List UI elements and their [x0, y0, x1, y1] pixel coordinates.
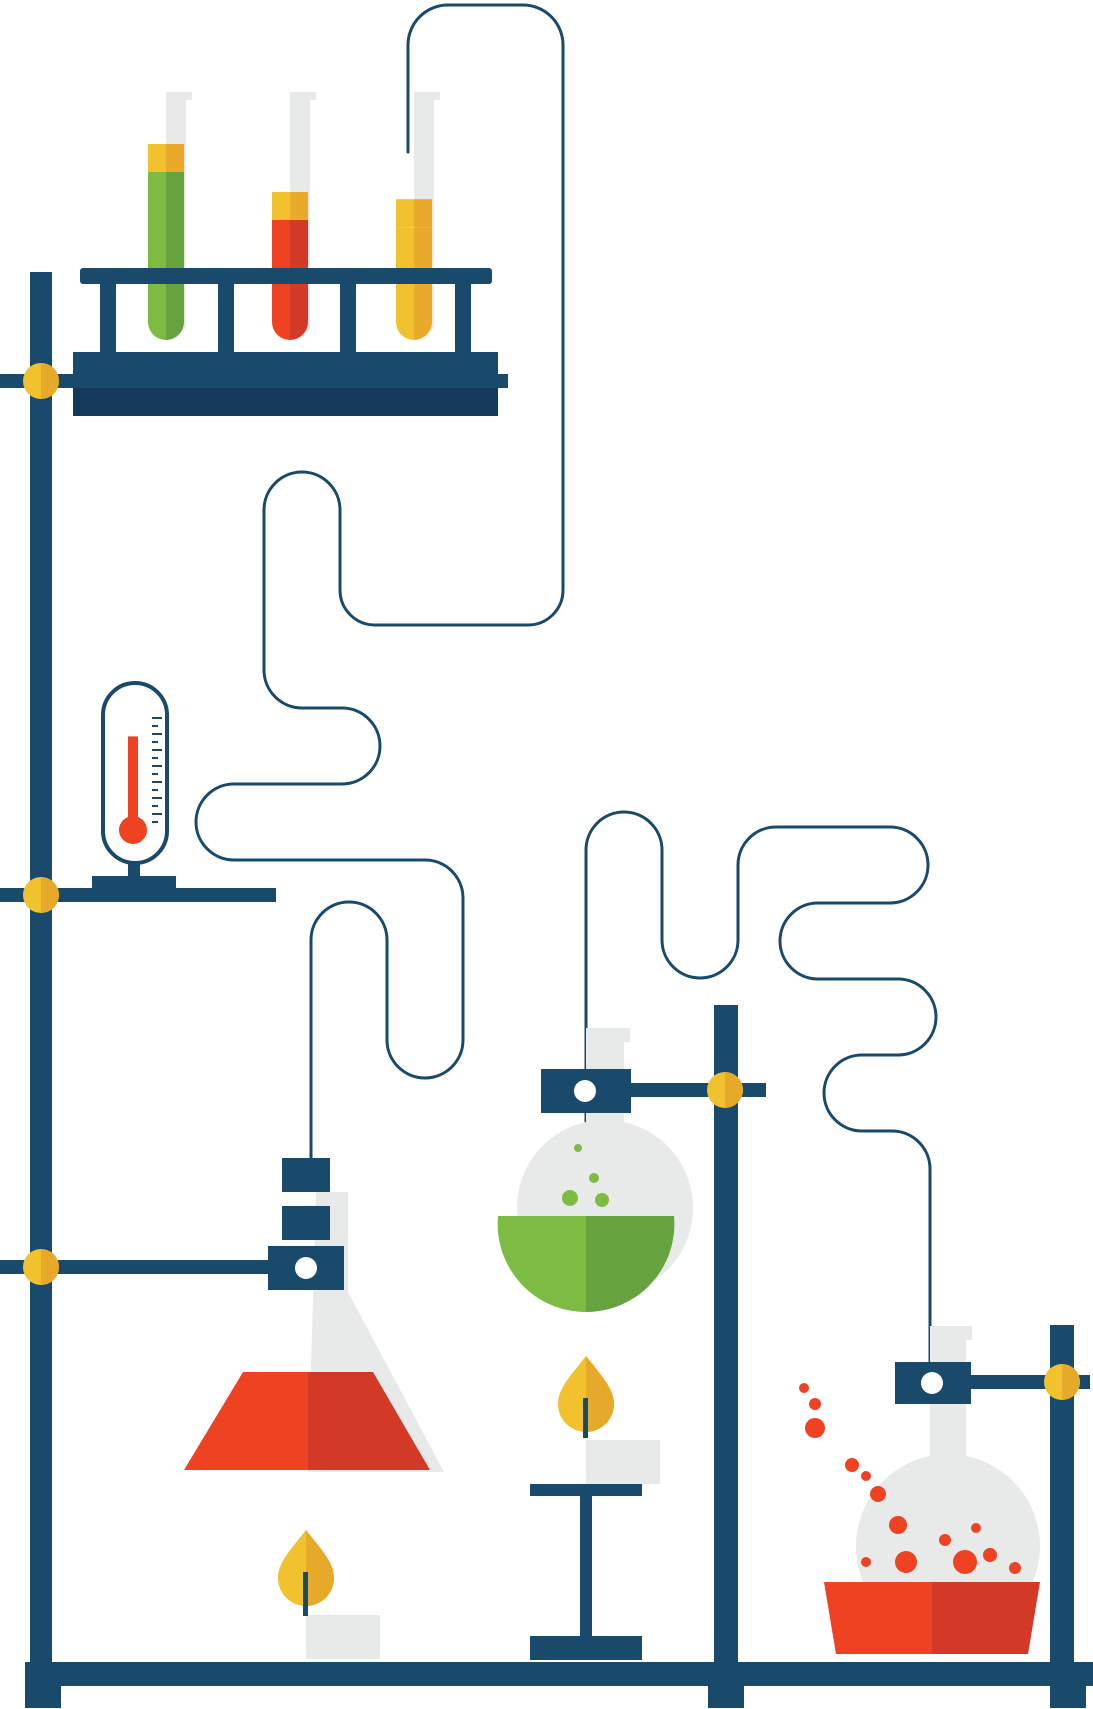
right-clamp-screw — [921, 1372, 943, 1394]
test-tube-cap — [396, 199, 414, 228]
bubble — [805, 1418, 825, 1438]
middle-stand-rod — [714, 1005, 738, 1685]
thermometer-shelf — [0, 850, 276, 902]
round-flask-right — [799, 1326, 1040, 1654]
erlenmeyer-liquid-right — [308, 1372, 430, 1470]
base-foot-middle — [708, 1686, 744, 1708]
bubble — [845, 1458, 859, 1472]
round-flask-right-liquid-left — [824, 1582, 932, 1654]
clamp-knob-shade — [41, 363, 59, 399]
wick — [303, 1572, 308, 1616]
rack-top-rail — [80, 268, 492, 284]
stopper-lower — [282, 1206, 330, 1240]
base-bar — [25, 1662, 1093, 1686]
burner-middle-glass — [586, 1440, 660, 1484]
bubble — [861, 1471, 871, 1481]
test-tube-cap — [148, 144, 166, 172]
middle-stand — [541, 1005, 766, 1685]
round-flask-right-liquid-right — [932, 1582, 1040, 1654]
bubble — [574, 1144, 582, 1152]
bubble — [971, 1523, 981, 1533]
thermometer-scale — [152, 717, 162, 823]
thermometer-bulb — [119, 816, 147, 844]
erlenmeyer-clamp — [0, 1158, 344, 1290]
clamp-knob-shade — [1062, 1364, 1080, 1400]
bubbles-green — [562, 1144, 609, 1207]
test-tube-green — [148, 92, 192, 340]
test-tube-red — [272, 92, 316, 340]
test-tube-liquid — [166, 172, 184, 340]
rack-leg-2 — [218, 284, 234, 354]
round-flask-middle — [497, 1028, 693, 1313]
bubble — [953, 1550, 977, 1574]
clamp-knob — [23, 363, 59, 399]
bubble — [595, 1193, 609, 1207]
round-flask-middle-liquid-right — [586, 1216, 675, 1313]
test-tube-rack — [0, 268, 508, 416]
rack-leg-1 — [100, 284, 116, 354]
tube-from-test-tube-rack — [194, 3, 565, 1162]
bubble — [939, 1534, 951, 1546]
burner-middle-platform — [530, 1484, 642, 1496]
clamp-knob — [23, 877, 59, 913]
rack-leg-4 — [455, 284, 471, 354]
thermometer — [101, 681, 169, 865]
tube-to-green-flask — [584, 810, 938, 1372]
flame-shade — [306, 1530, 334, 1606]
round-flask-middle-liquid-left — [497, 1216, 586, 1313]
test-tube-cap — [272, 192, 290, 220]
left-stand-rod — [30, 272, 52, 1702]
bubbles-red — [799, 1383, 1021, 1574]
test-tube-cap — [290, 192, 308, 220]
clamp-knob — [707, 1072, 743, 1108]
bubble — [1009, 1562, 1021, 1574]
bubble — [589, 1173, 599, 1183]
tubing — [194, 3, 938, 1372]
burner-middle — [530, 1356, 660, 1660]
middle-clamp-screw — [574, 1080, 596, 1102]
rack-leg-3 — [340, 284, 356, 354]
bubble — [562, 1190, 578, 1206]
rack-base-upper — [73, 352, 498, 374]
left-stand — [25, 272, 1093, 1708]
test-tube-cap — [414, 199, 432, 228]
clamp-knob — [23, 1249, 59, 1285]
flame-shade — [586, 1356, 614, 1432]
clamp-screw — [295, 1257, 317, 1279]
bubble — [809, 1398, 821, 1410]
rack-base-lower — [73, 388, 498, 416]
erlenmeyer-liquid-left — [184, 1372, 308, 1470]
burner-left — [278, 1530, 380, 1659]
bubble — [870, 1486, 886, 1502]
test-tube-liquid — [148, 172, 166, 340]
clamp-knob-shade — [725, 1072, 743, 1108]
test-tube-yellow — [396, 92, 440, 340]
burner-middle-foot — [530, 1636, 642, 1660]
clamp-knobs — [23, 363, 1080, 1400]
burner-left-base — [306, 1615, 380, 1659]
burner-middle-post — [580, 1496, 592, 1636]
thermometer-shelf-arm — [0, 888, 276, 902]
bubble — [983, 1548, 997, 1562]
rack-shelf — [0, 374, 508, 388]
wick — [583, 1398, 588, 1438]
stopper-upper — [282, 1158, 330, 1192]
thermometer-mercury-column — [128, 736, 138, 830]
bubble — [895, 1551, 917, 1573]
bubble — [889, 1516, 907, 1534]
clamp-arm-left — [0, 1260, 280, 1274]
base-foot-left — [25, 1686, 61, 1708]
bubble — [799, 1383, 809, 1393]
clamp-knob-shade — [41, 1249, 59, 1285]
clamp-knob-shade — [41, 877, 59, 913]
clamp-knob — [1044, 1364, 1080, 1400]
bubble — [861, 1557, 871, 1567]
test-tubes — [148, 92, 440, 340]
base-foot-right — [1050, 1686, 1086, 1708]
thermometer-stand-base — [92, 876, 176, 888]
test-tube-cap — [166, 144, 184, 172]
